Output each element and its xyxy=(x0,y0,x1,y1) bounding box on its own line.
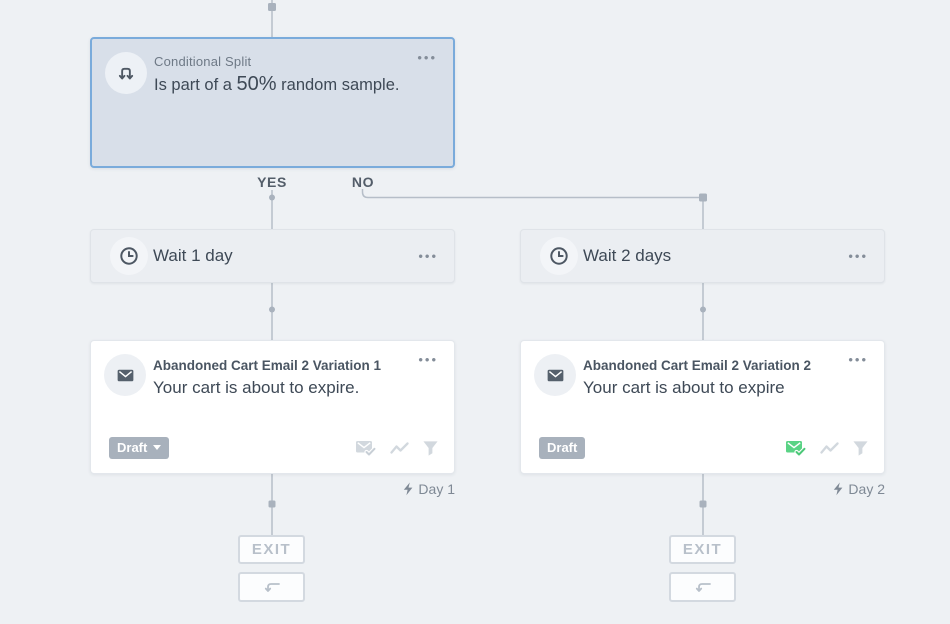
email2-more-menu-button[interactable]: ••• xyxy=(848,352,868,367)
envelope-icon xyxy=(104,354,146,396)
wait1-more-menu-button[interactable]: ••• xyxy=(418,248,438,264)
node-wait-1-day[interactable]: Wait 1 day ••• xyxy=(90,229,455,283)
filter-icon[interactable] xyxy=(852,440,869,457)
exit-node-left: EXIT xyxy=(238,535,305,564)
branch-label-yes: YES xyxy=(257,174,287,190)
day-label-text: Day 1 xyxy=(418,481,455,497)
wait2-more-menu-button[interactable]: ••• xyxy=(848,248,868,264)
email-status-icon[interactable] xyxy=(355,438,377,458)
email1-footer-icons xyxy=(355,438,439,458)
day-label-1: Day 1 xyxy=(403,481,455,497)
split-desc-prefix: Is part of a xyxy=(154,76,237,94)
email2-footer: Draft xyxy=(539,437,869,459)
connector-handle-top xyxy=(268,3,276,11)
day-label-2: Day 2 xyxy=(833,481,885,497)
node-email-variation-1[interactable]: Abandoned Cart Email 2 Variation 1 Your … xyxy=(90,340,455,474)
exit-node-right: EXIT xyxy=(669,535,736,564)
clock-icon xyxy=(540,237,578,275)
email2-footer-icons xyxy=(785,438,869,458)
email-status-icon-active[interactable] xyxy=(785,438,807,458)
split-desc-suffix: random sample. xyxy=(276,76,400,94)
status-badge-draft[interactable]: Draft xyxy=(539,437,586,459)
status-badge-draft[interactable]: Draft xyxy=(109,437,170,459)
node-wait-2-days[interactable]: Wait 2 days ••• xyxy=(520,229,885,283)
connector-dot-yes xyxy=(269,194,275,201)
email1-footer: Draft xyxy=(109,437,439,459)
status-label: Draft xyxy=(117,440,148,455)
analytics-icon[interactable] xyxy=(820,440,839,456)
connector-handle-exit-left xyxy=(268,500,276,508)
analytics-icon[interactable] xyxy=(390,440,409,456)
wait-label: Wait 1 day xyxy=(153,246,233,265)
email-subject: Your cart is about to expire. xyxy=(153,378,360,397)
caret-down-icon xyxy=(153,445,162,450)
merge-path-icon xyxy=(695,583,711,592)
email1-more-menu-button[interactable]: ••• xyxy=(418,352,438,367)
conditional-split-icon xyxy=(105,52,147,94)
status-label: Draft xyxy=(547,440,578,455)
connector-handle-no xyxy=(699,193,707,202)
merge-node-right xyxy=(669,572,736,602)
split-more-menu-button[interactable]: ••• xyxy=(417,50,437,65)
clock-icon xyxy=(110,237,148,275)
connector-dot-right xyxy=(700,306,706,313)
envelope-icon xyxy=(534,354,576,396)
merge-path-icon xyxy=(264,583,280,592)
split-description: Is part of a 50% random sample. xyxy=(154,73,399,96)
lightning-icon xyxy=(834,482,843,496)
day-label-text: Day 2 xyxy=(848,481,885,497)
split-percentage: 50% xyxy=(236,73,277,95)
node-conditional-split[interactable]: Conditional Split Is part of a 50% rando… xyxy=(90,37,455,168)
wait-label: Wait 2 days xyxy=(583,246,672,265)
connector-handle-exit-right xyxy=(699,500,707,508)
connector-no-elbow xyxy=(361,189,699,199)
email-title: Abandoned Cart Email 2 Variation 1 xyxy=(153,358,382,373)
exit-label: EXIT xyxy=(251,541,292,558)
email-title: Abandoned Cart Email 2 Variation 2 xyxy=(583,358,812,373)
merge-node-left xyxy=(238,572,305,602)
branch-label-no: NO xyxy=(351,174,375,190)
connector-dot-left xyxy=(269,306,275,313)
exit-label: EXIT xyxy=(682,541,723,558)
split-title: Conditional Split xyxy=(154,54,252,69)
email-subject: Your cart is about to expire xyxy=(583,378,785,397)
lightning-icon xyxy=(404,482,413,496)
node-email-variation-2[interactable]: Abandoned Cart Email 2 Variation 2 Your … xyxy=(520,340,885,474)
filter-icon[interactable] xyxy=(422,440,439,457)
